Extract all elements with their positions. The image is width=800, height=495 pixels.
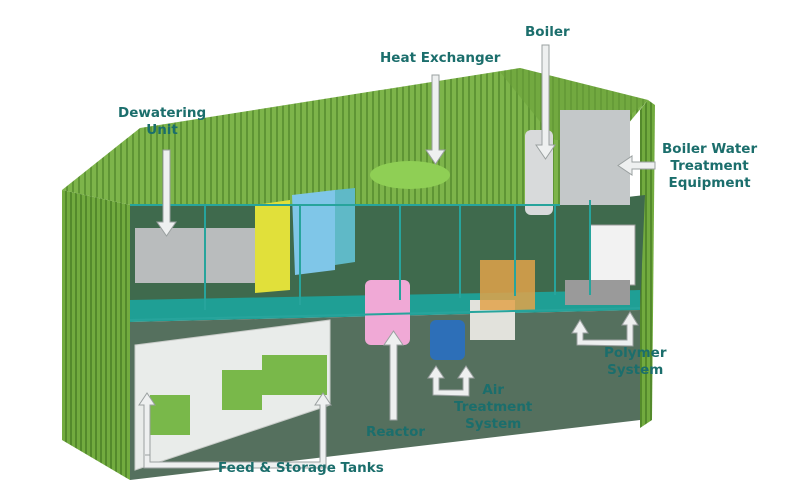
container-right-end: [640, 100, 655, 428]
label-dewatering-unit: Dewatering Unit: [118, 105, 206, 139]
container-roof: [62, 68, 648, 205]
label-air-treatment-system: Air Treatment System: [454, 382, 532, 433]
polymer-tank: [589, 224, 636, 286]
green-panel-3: [262, 355, 327, 395]
green-panel-1: [150, 395, 190, 435]
label-line: Boiler Water: [662, 141, 758, 157]
label-line: System: [607, 362, 664, 378]
arrow-reactor: [383, 330, 404, 421]
orange-panel: [480, 260, 535, 310]
blue-panel: [292, 190, 335, 275]
arrow-dewatering: [156, 149, 177, 237]
label-boiler: Boiler: [525, 24, 570, 40]
polymer-tank-base: [565, 280, 630, 305]
green-panel-2: [222, 370, 262, 410]
label-line: Air: [482, 382, 505, 398]
label-reactor: Reactor: [366, 424, 426, 440]
arrow-boiler-water: [617, 155, 656, 176]
yellow-panel: [255, 200, 290, 293]
label-line: Unit: [146, 122, 178, 138]
cyan-panel: [335, 188, 355, 265]
label-line: System: [465, 416, 522, 432]
callout-arrows: [138, 44, 656, 469]
label-line: Treatment: [454, 399, 533, 415]
dewatering-unit: [135, 228, 255, 283]
arrow-feed-bracket: [138, 392, 332, 469]
label-heat-exchanger: Heat Exchanger: [380, 50, 501, 66]
teal-frames: [129, 200, 641, 321]
arrow-polymer-bracket: [571, 311, 639, 347]
boiler-treatment-tanks: [560, 110, 630, 205]
label-polymer-system: Polymer System: [604, 345, 666, 379]
blue-drum: [430, 320, 465, 360]
reactor-tank: [365, 280, 410, 345]
label-line: Dewatering: [118, 105, 207, 121]
container-left-end: [62, 190, 130, 480]
heat-exchanger-shape: [370, 161, 450, 189]
arrow-air-bracket: [427, 365, 475, 397]
arrow-boiler: [535, 44, 556, 160]
label-line: Treatment: [670, 158, 749, 174]
label-line: Equipment: [668, 175, 751, 191]
label-boiler-water-treatment: Boiler Water Treatment Equipment: [662, 141, 757, 192]
arrow-heat-exchanger: [425, 74, 446, 165]
label-line: Polymer: [604, 345, 667, 361]
label-feed-storage-tanks: Feed & Storage Tanks: [218, 460, 384, 476]
